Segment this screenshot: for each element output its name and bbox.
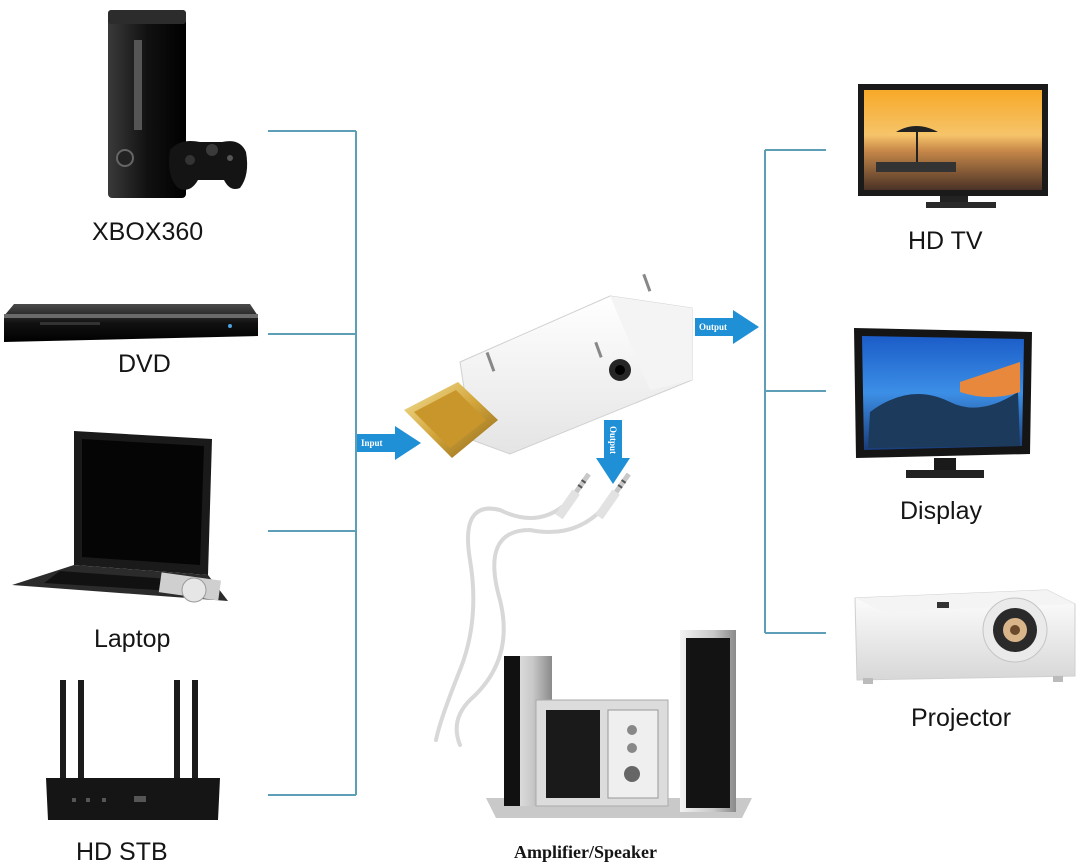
hd-tv-image	[858, 84, 1048, 208]
display-monitor-image	[854, 328, 1032, 478]
dvd-player-image	[4, 304, 258, 342]
output-right-arrow-label: Output	[699, 322, 727, 332]
projector-label: Projector	[911, 704, 1012, 732]
amplifier-speaker-label: Amplifier/Speaker	[514, 842, 657, 862]
dvd-label: DVD	[118, 350, 171, 378]
audio-cable-image	[434, 472, 631, 747]
output-right-arrow: Output	[695, 310, 759, 344]
display-label: Display	[900, 497, 982, 525]
xbox360-console-image	[108, 10, 248, 198]
laptop-label: Laptop	[94, 625, 171, 653]
projector-image	[854, 589, 1076, 684]
amplifier-speaker-image	[486, 630, 752, 818]
xbox360-label: XBOX360	[92, 218, 204, 246]
input-arrow-label: Input	[361, 438, 383, 448]
input-arrow: Input	[357, 426, 421, 460]
output-down-arrow: Output	[596, 420, 630, 484]
hdmi-to-vga-adapter-image	[404, 273, 693, 458]
hd-stb-label: HD STB	[76, 838, 168, 866]
hd-tv-label: HD TV	[908, 227, 983, 255]
output-down-arrow-label: Output	[608, 426, 618, 454]
hd-stb-router-image	[46, 680, 220, 820]
laptop-image	[12, 431, 228, 603]
